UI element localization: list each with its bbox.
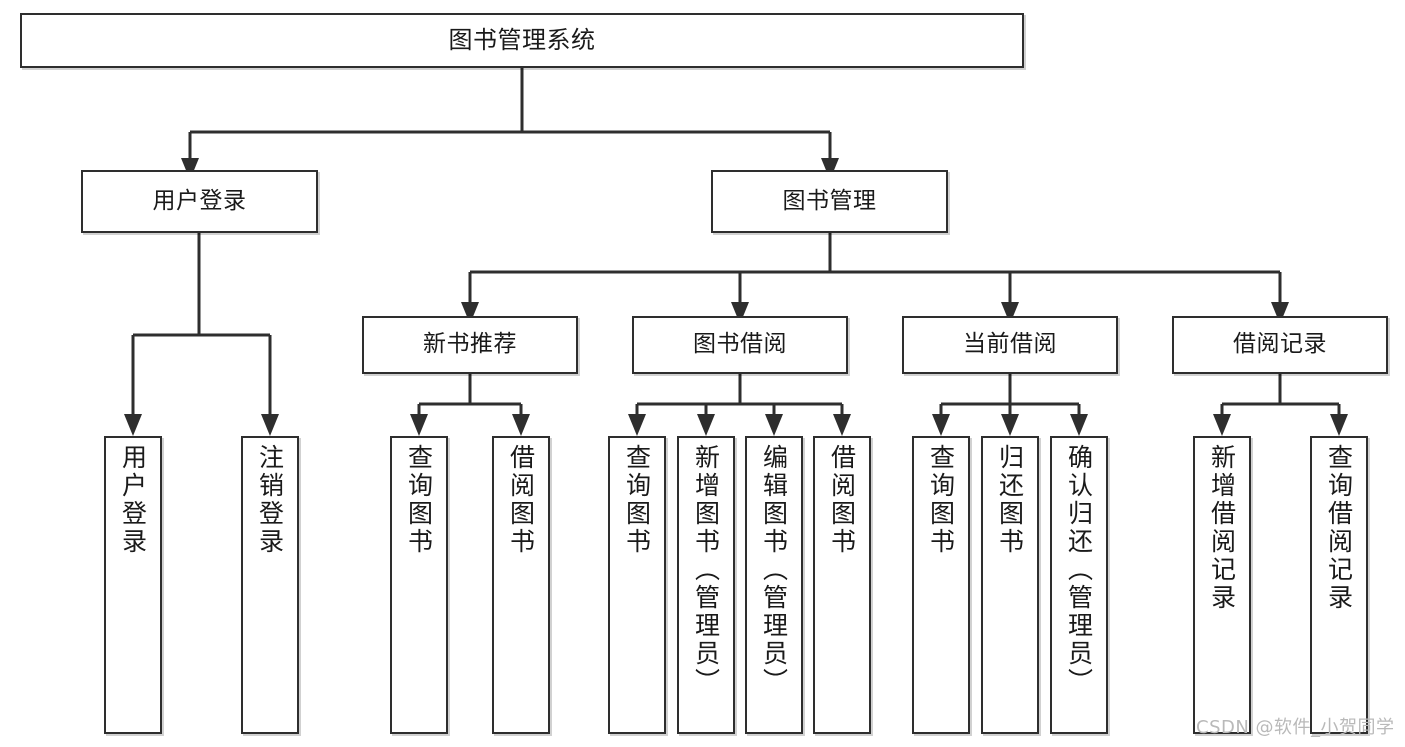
node-leaf-confirm-return[interactable]: 确认归还（管理员） <box>1050 436 1108 734</box>
node-label: 当前借阅 <box>963 331 1057 358</box>
node-label: 借阅图书 <box>827 444 857 556</box>
node-new-book-recommend[interactable]: 新书推荐 <box>362 316 578 374</box>
node-leaf-user-login[interactable]: 用户登录 <box>104 436 162 734</box>
node-leaf-query-book-2[interactable]: 查询图书 <box>608 436 666 734</box>
node-user-login[interactable]: 用户登录 <box>81 170 318 233</box>
node-label: 图书管理系统 <box>448 26 596 55</box>
node-label: 新增借阅记录 <box>1207 444 1237 612</box>
node-label: 新书推荐 <box>423 331 517 358</box>
node-label: 查询借阅记录 <box>1324 444 1354 612</box>
node-label: 用户登录 <box>152 187 247 214</box>
node-label: 查询图书 <box>404 444 434 556</box>
node-leaf-borrow-book-1[interactable]: 借阅图书 <box>492 436 550 734</box>
node-label: 注销登录 <box>255 444 285 556</box>
node-leaf-borrow-book-2[interactable]: 借阅图书 <box>813 436 871 734</box>
node-leaf-add-record[interactable]: 新增借阅记录 <box>1193 436 1251 734</box>
node-leaf-query-book-1[interactable]: 查询图书 <box>390 436 448 734</box>
node-label: 图书管理 <box>782 187 877 214</box>
node-label: 确认归还（管理员） <box>1064 444 1094 696</box>
node-label: 借阅记录 <box>1233 331 1327 358</box>
node-leaf-query-book-3[interactable]: 查询图书 <box>912 436 970 734</box>
node-root-system[interactable]: 图书管理系统 <box>20 13 1024 68</box>
node-leaf-query-record[interactable]: 查询借阅记录 <box>1310 436 1368 734</box>
node-leaf-return-book[interactable]: 归还图书 <box>981 436 1039 734</box>
node-leaf-logout[interactable]: 注销登录 <box>241 436 299 734</box>
node-borrow-record[interactable]: 借阅记录 <box>1172 316 1388 374</box>
node-label: 归还图书 <box>995 444 1025 556</box>
node-label: 查询图书 <box>622 444 652 556</box>
node-leaf-edit-book[interactable]: 编辑图书（管理员） <box>745 436 803 734</box>
node-label: 图书借阅 <box>693 331 787 358</box>
node-current-borrow[interactable]: 当前借阅 <box>902 316 1118 374</box>
node-label: 用户登录 <box>118 444 148 556</box>
node-book-manage[interactable]: 图书管理 <box>711 170 948 233</box>
csdn-watermark: CSDN @软件_小贺同学 <box>1196 717 1395 738</box>
node-leaf-add-book[interactable]: 新增图书（管理员） <box>677 436 735 734</box>
node-label: 新增图书（管理员） <box>691 444 721 696</box>
node-book-borrow[interactable]: 图书借阅 <box>632 316 848 374</box>
node-label: 编辑图书（管理员） <box>759 444 789 696</box>
node-label: 查询图书 <box>926 444 956 556</box>
node-label: 借阅图书 <box>506 444 536 556</box>
